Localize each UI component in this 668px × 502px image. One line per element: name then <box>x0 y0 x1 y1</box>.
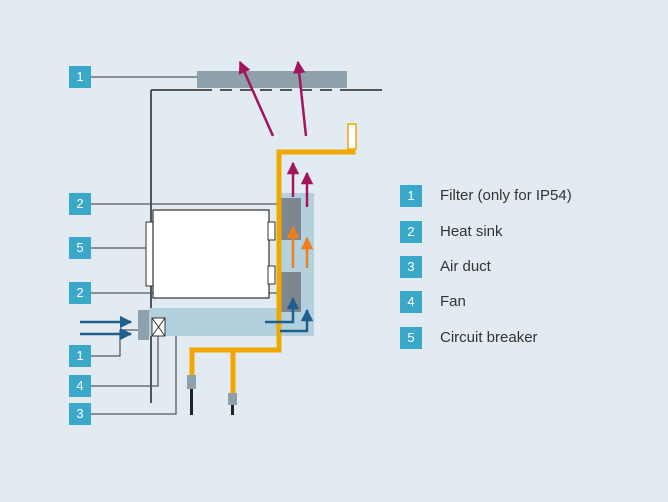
callout-badge-air-duct: 3 <box>69 403 91 425</box>
callout-badge-fan: 4 <box>69 375 91 397</box>
intake-filter-and-fan <box>138 310 166 340</box>
circuit-breaker <box>145 209 276 299</box>
callout-badge-circuit-breaker: 5 <box>69 237 91 259</box>
callout-badge-filter-intake: 1 <box>69 345 91 367</box>
cable-ends <box>187 375 237 415</box>
legend-label-air-duct: Air duct <box>440 258 491 275</box>
callout-badge-heat-sink-bottom: 2 <box>69 282 91 304</box>
roof-filter <box>197 71 347 92</box>
legend-label-heat-sink: Heat sink <box>440 223 503 240</box>
legend-label-filter: Filter (only for IP54) <box>440 187 572 204</box>
legend-number-5: 5 <box>400 327 422 349</box>
hot-air-arrows <box>286 161 314 207</box>
legend-number-2: 2 <box>400 221 422 243</box>
legend-number-3: 3 <box>400 256 422 278</box>
legend-label-fan: Fan <box>440 293 466 310</box>
callout-badge-filter-top: 1 <box>69 66 91 88</box>
busbar-terminal <box>347 123 357 150</box>
legend-number-1: 1 <box>400 185 422 207</box>
exhaust-air-arrows <box>238 60 308 137</box>
legend-number-4: 4 <box>400 291 422 313</box>
legend-label-circuit-breaker: Circuit breaker <box>440 329 538 346</box>
warm-air-arrows <box>286 225 314 268</box>
cool-air-arrows <box>80 296 314 341</box>
callout-badge-heat-sink-top: 2 <box>69 193 91 215</box>
